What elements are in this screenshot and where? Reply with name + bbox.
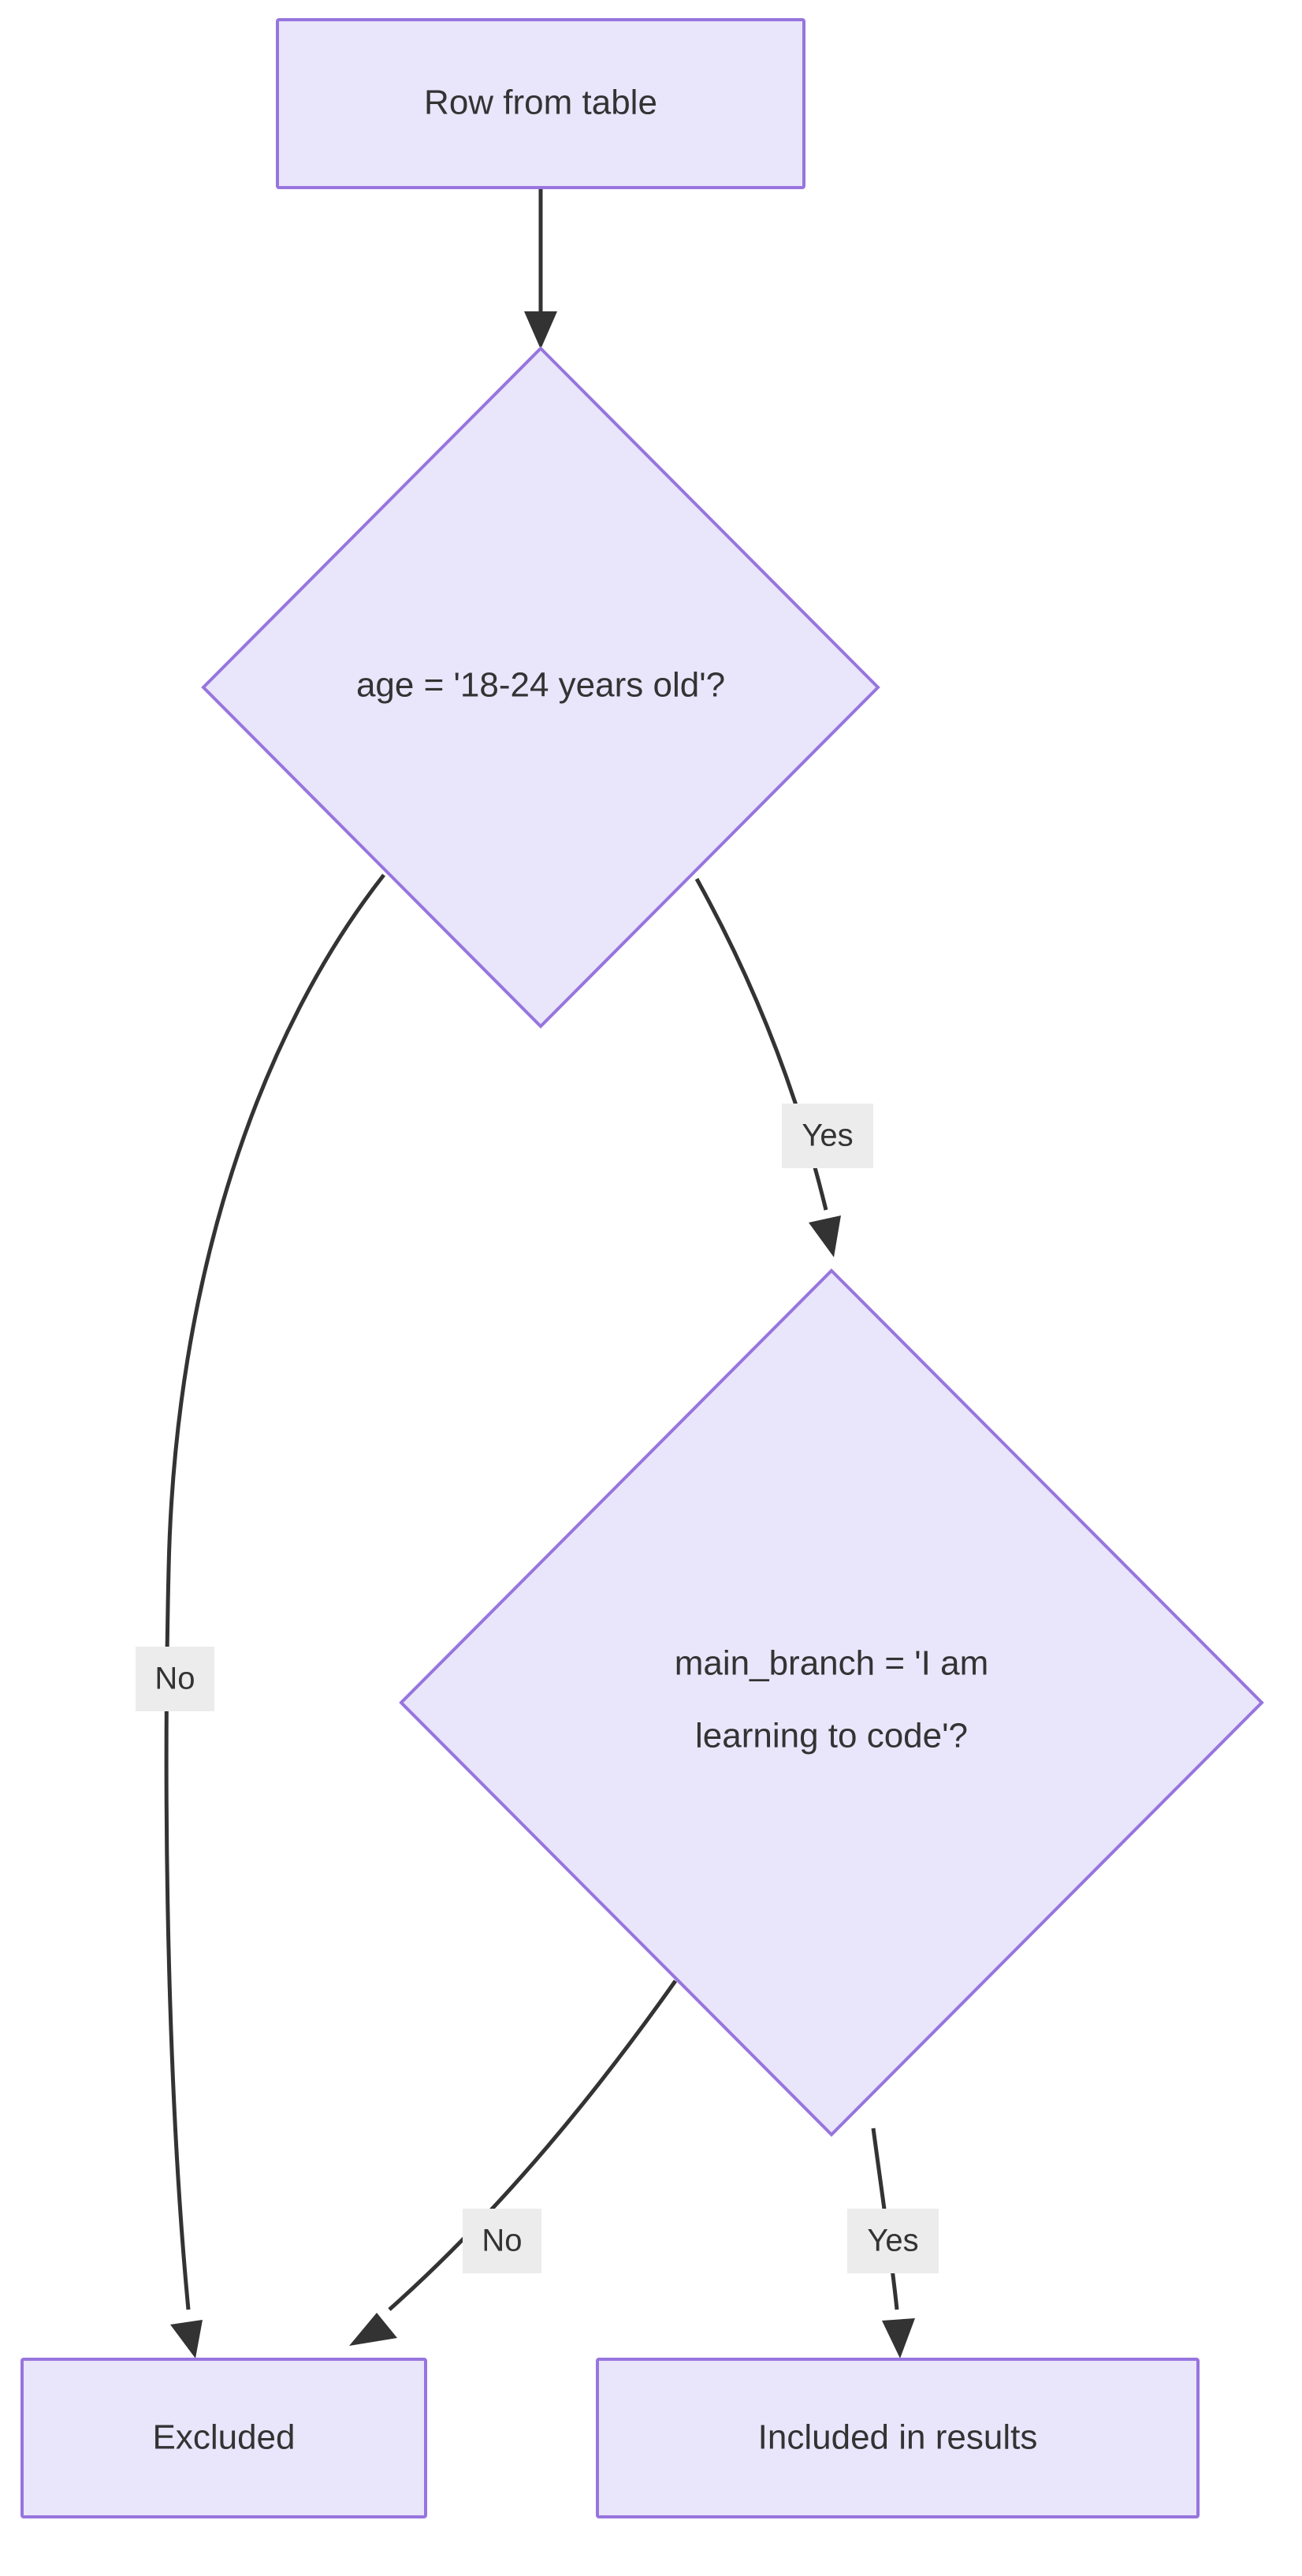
edge-age-check-no-to-excluded — [164, 873, 385, 2358]
edge-label-text: Yes — [867, 2224, 918, 2258]
node-main-branch-check[interactable]: main_branch = 'I am learning to code'? — [399, 1268, 1264, 2137]
edge-label-age-yes: Yes — [782, 1104, 873, 1168]
arrow-head-icon — [349, 2313, 397, 2346]
edge-branch-check-no-to-excluded — [349, 1979, 678, 2346]
node-label: age = '18-24 years old'? — [356, 666, 725, 705]
node-label-line-2: learning to code'? — [695, 1717, 968, 1755]
node-shape-rect — [596, 2358, 1200, 2518]
edge-label-background — [136, 1647, 214, 1711]
edge-label-background — [782, 1104, 873, 1168]
node-row-from-table[interactable]: Row from table — [276, 18, 805, 189]
arrow-head-icon — [882, 2318, 915, 2358]
arrow-head-icon — [809, 1215, 841, 1257]
node-shape-diamond — [201, 346, 880, 1029]
node-label: Excluded — [152, 2418, 295, 2457]
node-age-check[interactable]: age = '18-24 years old'? — [201, 346, 880, 1029]
edge-label-age-no: No — [136, 1647, 214, 1711]
node-shape-rect — [20, 2358, 427, 2518]
node-shape-diamond — [399, 1268, 1264, 2137]
node-label-line-1: main_branch = 'I am — [675, 1644, 989, 1683]
node-shape-rect — [276, 18, 805, 189]
edge-line — [164, 873, 385, 2310]
edge-label-text: Yes — [802, 1119, 853, 1153]
edge-label-text: No — [482, 2224, 522, 2258]
edge-label-branch-no: No — [463, 2209, 541, 2273]
node-excluded[interactable]: Excluded — [20, 2358, 427, 2518]
arrow-head-icon — [170, 2320, 203, 2358]
node-label: Row from table — [424, 84, 657, 122]
edge-label-text: No — [154, 1662, 195, 1696]
edge-age-check-yes-to-branch-check — [694, 877, 841, 1257]
arrow-head-icon — [524, 311, 557, 349]
edge-line — [388, 1979, 678, 2311]
edge-label-background — [463, 2209, 541, 2273]
edge-label-background — [847, 2209, 939, 2273]
edge-start-to-age-check — [524, 188, 557, 349]
edge-label-branch-yes: Yes — [847, 2209, 939, 2273]
node-label: Included in results — [758, 2418, 1038, 2457]
node-included-in-results[interactable]: Included in results — [596, 2358, 1200, 2518]
